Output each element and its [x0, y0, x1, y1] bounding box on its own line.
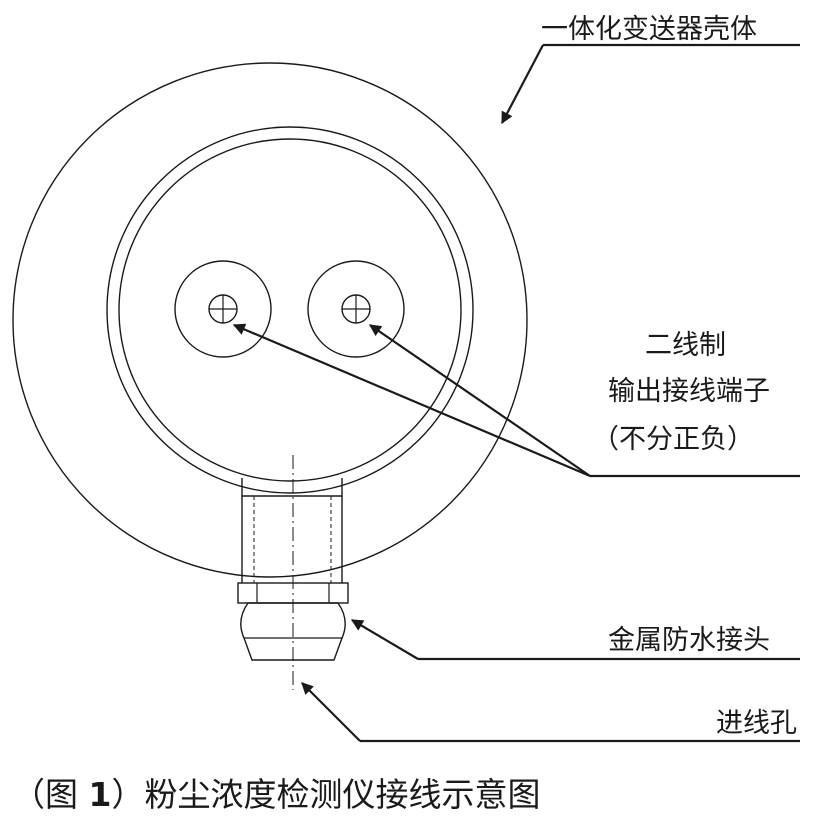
label-terminal-line3: （不分正负） [592, 424, 754, 455]
leader-inlet [301, 682, 800, 743]
leader-housing [501, 43, 800, 125]
connector-neck [241, 496, 343, 583]
housing-outer-circle [12, 62, 528, 578]
label-terminal-line2: 输出接线端子 [608, 376, 770, 407]
connector-cap [240, 602, 346, 661]
caption-prefix: （图 [12, 775, 89, 814]
label-inlet: 进线孔 [716, 708, 797, 739]
label-housing: 一体化变送器壳体 [541, 14, 757, 45]
housing-inner-ring-outer [106, 126, 474, 494]
label-connector: 金属防水接头 [608, 625, 770, 656]
figure-caption: （图 1）粉尘浓度检测仪接线示意图 [12, 778, 540, 811]
terminal-right [307, 260, 405, 358]
inner-bottom-tab [241, 478, 343, 497]
leader-connector [350, 619, 800, 661]
caption-suffix: ）粉尘浓度检测仪接线示意图 [111, 775, 541, 814]
terminal-left [174, 260, 272, 358]
leader-terminals [232, 323, 800, 478]
label-terminal-line1: 二线制 [645, 330, 726, 361]
caption-number: 1 [88, 775, 112, 814]
housing-inner-ring-inner [118, 138, 462, 482]
